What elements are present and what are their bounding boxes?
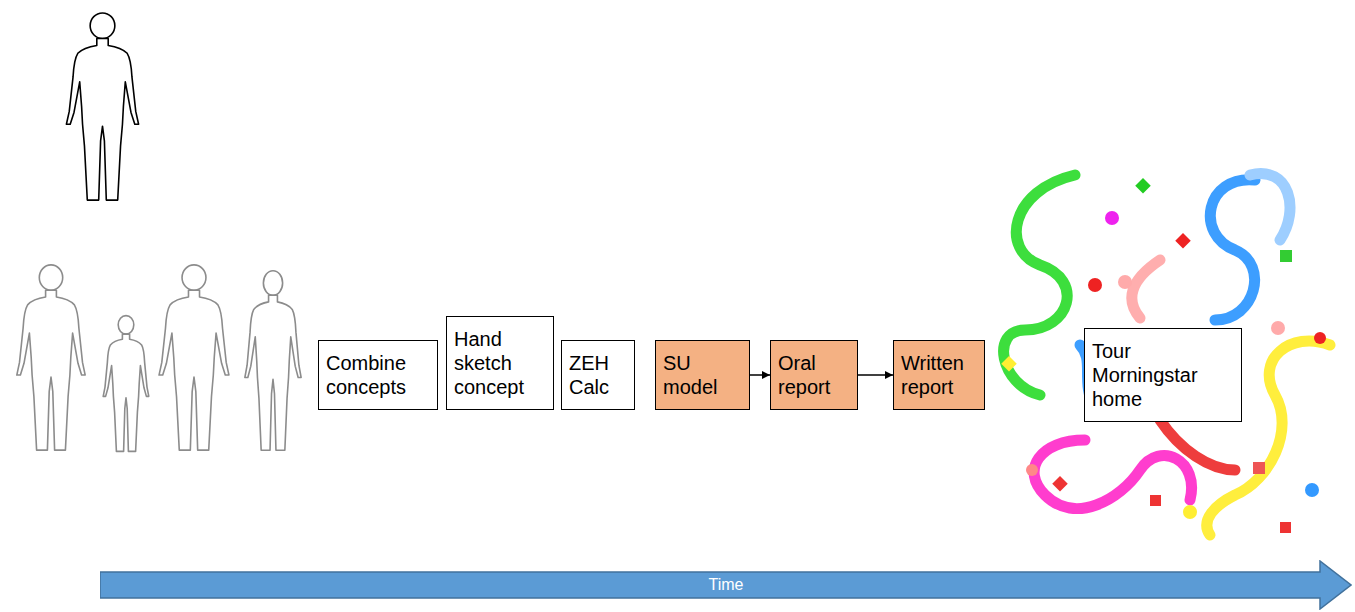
process-box: Combine concepts [318,340,438,410]
confetti-pieces [1001,178,1326,533]
confetti [1004,174,1330,535]
box-label: Written report [901,351,977,399]
box-label: Tour Morningstar home [1092,339,1234,411]
person-figure [66,13,138,200]
box-label: SU model [663,351,742,399]
process-box: ZEH Calc [561,340,635,410]
process-box: SU model [655,340,750,410]
box-label: Hand sketch concept [454,327,546,399]
process-box: Tour Morningstar home [1084,328,1242,422]
box-label: ZEH Calc [569,351,627,399]
box-label: Oral report [778,351,850,399]
flow-arrow [750,374,770,376]
group-figures [17,265,301,452]
box-label: Combine concepts [326,351,430,399]
process-box: Written report [893,340,985,410]
process-box: Hand sketch concept [446,316,554,410]
time-arrow: Time [100,560,1352,610]
flow-arrow [858,374,893,376]
axis-label: Time [709,576,744,594]
process-box: Oral report [770,340,858,410]
